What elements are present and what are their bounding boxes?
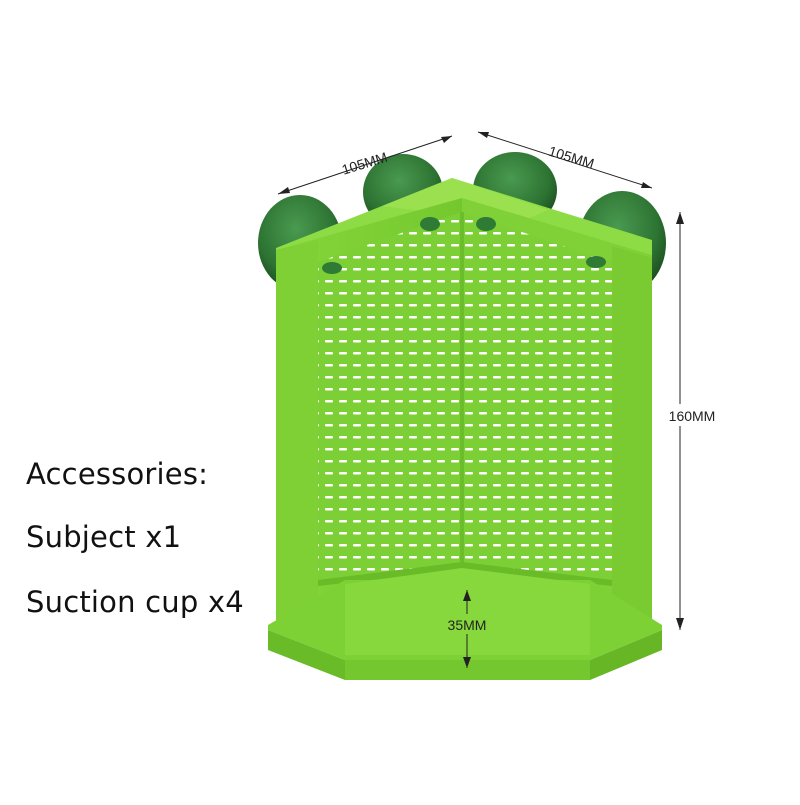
width-right-label: 105MM [547, 143, 596, 172]
accessory-item: Suction cup x4 [26, 585, 244, 619]
base-height-label: 35MM [448, 617, 487, 633]
basket-body [276, 198, 652, 620]
accessory-item: Subject x1 [26, 520, 182, 554]
accessories-title: Accessories: [26, 457, 209, 491]
height-label: 160MM [669, 408, 716, 424]
